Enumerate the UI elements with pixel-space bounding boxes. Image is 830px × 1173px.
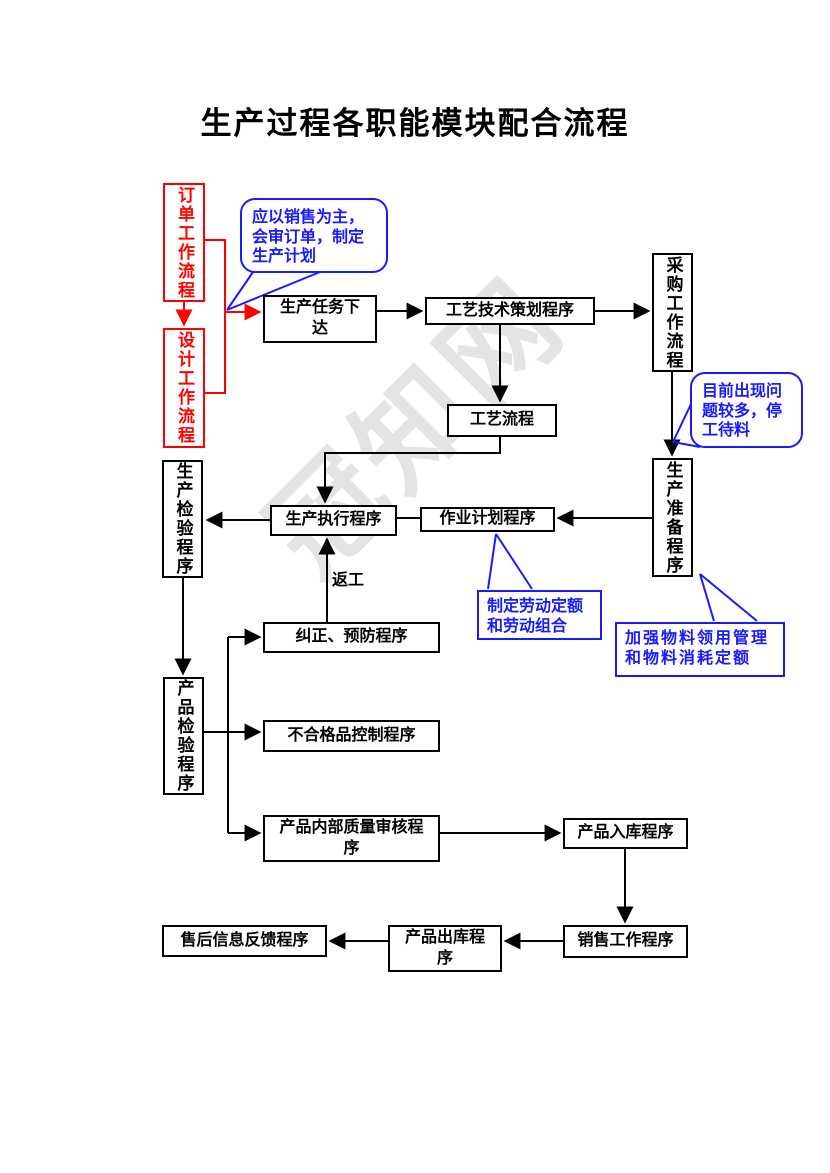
node-process-flow: 工艺流程 — [447, 404, 557, 437]
note-material-quota: 加强物料领用管理和物料消耗定额 — [615, 622, 785, 677]
node-product-outstock: 产品出库程序 — [388, 925, 502, 972]
connector-design-to-junction — [205, 312, 226, 394]
node-product-instock: 产品入库程序 — [563, 818, 688, 849]
note-labor-quota: 制定劳动定额和劳动组合 — [477, 590, 602, 640]
node-production-inspection: 生产检验程序 — [162, 460, 203, 578]
node-aftersales-feedback: 售后信息反馈程序 — [162, 925, 327, 957]
node-design-workflow: 设计工作流程 — [163, 328, 205, 448]
callout-tail-labor-note-right — [495, 533, 533, 590]
connector-process-to-exec — [316, 437, 501, 504]
node-order-workflow: 订单工作流程 — [163, 183, 205, 302]
callout-tail-labor-note-left — [487, 533, 497, 590]
node-craft-planning: 工艺技术策划程序 — [425, 297, 595, 325]
connector-iteminspect-branch-spine — [204, 637, 229, 833]
callout-material-wait-note: 目前出现问题较多，停工待料 — [690, 372, 803, 448]
node-production-prep: 生产准备程序 — [652, 458, 693, 577]
node-work-plan: 作业计划程序 — [420, 507, 555, 532]
node-production-task: 生产任务下达 — [263, 295, 377, 343]
node-purchase-workflow: 采购工作流程 — [652, 253, 693, 372]
callout-tail-material-quota-left — [699, 573, 715, 622]
node-correction-prevention: 纠正、预防程序 — [263, 622, 440, 653]
node-nonconforming-control: 不合格品控制程序 — [263, 720, 440, 752]
node-internal-quality-audit: 产品内部质量审核程序 — [263, 815, 440, 862]
node-product-inspection: 产品检验程序 — [163, 677, 204, 795]
callout-tail-material-wait-right — [672, 441, 701, 448]
connector-order-to-junction — [205, 239, 226, 312]
page-title: 生产过程各职能模块配合流程 — [200, 106, 630, 141]
callout-sales-note: 应以销售为主，会审订单，制定生产计划 — [240, 198, 388, 273]
callout-tail-sales-note-right — [226, 271, 321, 311]
callout-tail-sales-note-left — [226, 271, 254, 311]
node-production-exec: 生产执行程序 — [270, 505, 397, 536]
node-sales-work: 销售工作程序 — [563, 925, 688, 958]
callout-tail-material-quota-right — [699, 573, 758, 622]
edge-label-rework: 返工 — [332, 572, 365, 589]
callout-tail-material-wait-left — [672, 403, 692, 443]
